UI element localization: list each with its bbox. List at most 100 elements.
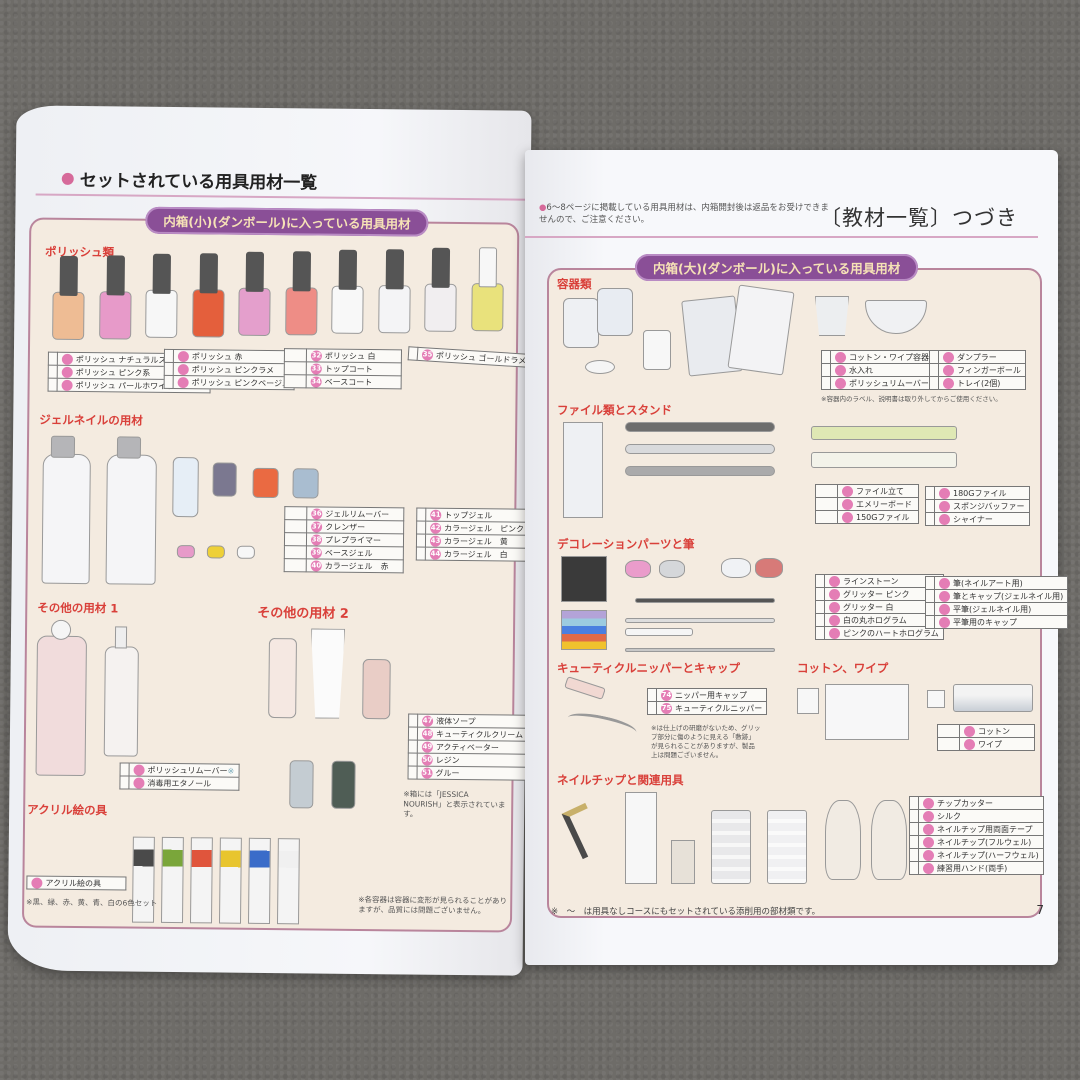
section-title-nipper: キューティクルニッパーとキャップ [557,661,740,675]
polish-bottle [98,254,132,340]
bottle-cap [199,252,218,293]
file-150g [625,444,775,454]
polish-bottle [191,252,225,338]
bottle-body [145,289,178,339]
wipe-small [927,690,945,708]
bottle-body [331,285,364,334]
file-stand [563,422,603,518]
bullet-dot-icon [61,172,74,185]
label-table-files-2: 180Gファイル スポンジバッファー シャイナー [925,486,1030,526]
label-table-files-1: ファイル立て エメリーボード 150Gファイル [815,484,919,524]
section-title-cotton: コットン、ワイプ [797,661,889,675]
label-table-acrylic: アクリル絵の具 [26,875,127,891]
polish-bottle [238,251,271,336]
round-hologram-jar [721,558,751,578]
label-table-cotton: コットン ワイプ [937,724,1035,751]
polish-bottle [331,249,364,334]
label-table-other-1: ポリッシュリムーバー※ 消毒用エタノール [119,762,240,791]
bottle-body [377,284,411,333]
spray-nozzle [114,626,128,649]
label-table-containers-2: ダンプラー フィンガーボール トレイ(2個) [929,350,1026,390]
cotton-pack [825,684,909,740]
page-number: 7 [1036,903,1044,917]
nail-tip-full-well [711,810,751,884]
bottle-cap [106,254,125,295]
polish-bottle [377,248,411,333]
bottle-body [98,290,132,340]
cotton-container [563,298,599,348]
bottle-cap-round [50,619,72,640]
polish-bottle [424,247,457,332]
flat-brush [625,648,775,652]
ethanol-spray-bottle [103,646,139,757]
liquid-soap-bottle [268,637,297,719]
preprimer-bottle [172,456,199,518]
shiner [811,452,957,468]
bottle-cap [292,250,311,291]
water-dish [585,360,615,374]
glue-bottle [331,760,356,809]
gel-jar-pink [176,545,195,559]
brush-cap [625,628,693,636]
resin-bottle [289,760,314,809]
cotton-small [797,688,819,714]
section-title-deco: デコレーションパーツと筆 [557,537,695,551]
label-table-polish-2: ポリッシュ 赤 ポリッシュ ピンクラメ ポリッシュ ピンクベージュ [163,348,295,391]
note-container-labels: ※容器内のラベル、説明書は取り外してからご使用ください。 [821,395,1002,403]
page-header-title: 〔教材一覧〕つづき [820,206,1018,230]
note-jessica: ※箱には「JESSICA NOURISH」と表示されています。 [403,789,506,819]
gel-brush [625,618,775,623]
paint-tube [131,836,155,923]
page-title: セットされている用具用材一覧 [61,166,318,193]
polish-bottle [145,253,178,339]
bottle-cap [478,246,497,287]
polish-bottle [52,255,85,341]
paint-tube [276,838,300,925]
nail-tip-half-well [767,810,807,884]
bottle-cap [245,251,265,292]
bottle-body [284,286,318,335]
remover-container [643,330,671,370]
section-title-gel: ジェルネイルの用材 [39,412,143,428]
section-title-acrylic: アクリル絵の具 [27,802,108,818]
bottle-cap [50,435,76,458]
bottle-cap [385,248,404,289]
paint-tube [247,837,271,925]
note-nipper: ※は仕上げの研磨がないため、グリップ部分に傷のように見える「敷跡」が見られること… [651,724,761,759]
practice-hand-right [871,800,907,880]
heart-hologram-jar [755,558,783,578]
gel-jar-white [236,545,255,559]
section-title-containers: 容器類 [557,277,592,291]
color-sticks [561,610,607,650]
gel-jar-yellow [206,545,225,559]
cleanser-bottle [105,454,157,585]
bottom-note: ※ ～ は用具なしコースにもセットされている添削用の部材類です。 [551,907,821,917]
double-sided-tape [671,840,695,884]
sponge-buffer [811,426,957,440]
base-gel-bottle [212,462,237,497]
note-acrylic-colors: ※黒、緑、赤、黄、青、白の6色セット [26,897,158,908]
bottle-cap [338,249,358,290]
bottle-body [238,287,271,336]
label-table-deco-2: 筆(ネイルアート用) 筆とキャップ(ジェルネイル用) 平筆(ジェルネイル用) 平… [925,576,1069,629]
section-title-other-1: その他の用材 1 [37,600,119,616]
title-rule [35,193,531,201]
acrylic-tubes [17,105,532,925]
paint-tube [189,837,213,924]
left-page: セットされている用具用材一覧 内箱(小)(ダンボール)に入っている用具用材 ポリ… [7,105,532,976]
title-rule [525,236,1038,238]
bottle-body [52,291,85,341]
bottle-cap [152,253,171,294]
header-note: ●6～8ページに掲載している用具用材は、内箱開封後は返品をお受けできませんので、… [539,203,829,225]
tumbler [815,296,849,336]
bottle-body [191,288,225,338]
polish-bottles [17,105,532,341]
bottle-body [470,282,504,331]
wipe-container [597,288,633,336]
section-title-files: ファイル類とスタンド [557,403,672,417]
